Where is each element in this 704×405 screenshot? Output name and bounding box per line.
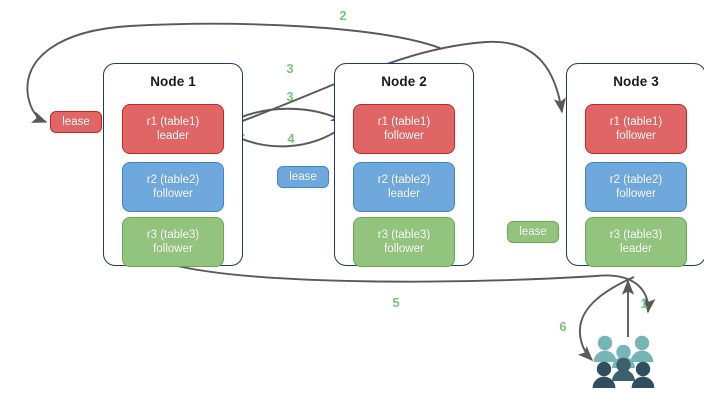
replica-n3-r3[interactable]: r3 (table3) leader — [585, 217, 687, 267]
arrow-step-5 — [172, 264, 656, 314]
step-label-1: 1 — [640, 296, 648, 311]
replica-n1-r2[interactable]: r2 (table2) follower — [122, 162, 224, 212]
lease-tag-r1[interactable]: lease — [50, 111, 102, 133]
replica-n2-r3-role: follower — [384, 243, 424, 255]
replica-n1-r3-name: r3 (table3) — [146, 229, 200, 241]
step-label-4: 4 — [287, 131, 295, 146]
arrow-step-3-lower — [226, 107, 347, 125]
replica-n1-r1[interactable]: r1 (table1) leader — [122, 104, 224, 154]
replica-n1-r3-role: follower — [153, 243, 193, 255]
node-1-box[interactable]: Node 1 r1 (table1) leader r2 (table2) fo… — [103, 63, 243, 267]
replica-n3-r2-name: r2 (table2) — [609, 174, 663, 186]
replica-n3-r2-role: follower — [616, 188, 656, 200]
step-label-3-lower: 3 — [286, 89, 294, 104]
replica-n2-r1-role: follower — [384, 130, 424, 142]
step-label-2: 2 — [339, 8, 347, 23]
node-3-title: Node 3 — [613, 74, 659, 89]
replica-n3-r1[interactable]: r1 (table1) follower — [585, 104, 687, 154]
replica-n3-r1-name: r1 (table1) — [609, 116, 663, 128]
replica-n2-r2[interactable]: r2 (table2) leader — [353, 162, 455, 212]
step-label-6: 6 — [559, 319, 567, 334]
people-group-icon — [591, 334, 661, 390]
replica-n3-r3-role: leader — [620, 243, 652, 255]
replica-n1-r2-name: r2 (table2) — [146, 174, 200, 186]
replica-n3-r3-name: r3 (table3) — [609, 229, 663, 241]
replica-n2-r1[interactable]: r1 (table1) follower — [353, 104, 455, 154]
replica-n1-r2-role: follower — [153, 188, 193, 200]
replica-n2-r2-role: leader — [388, 188, 420, 200]
replica-n3-r2[interactable]: r2 (table2) follower — [585, 162, 687, 212]
replica-n2-r1-name: r1 (table1) — [377, 116, 431, 128]
node-2-title: Node 2 — [381, 74, 427, 89]
step-label-5: 5 — [392, 295, 400, 310]
lease-tag-r3[interactable]: lease — [507, 221, 559, 243]
replica-n1-r1-name: r1 (table1) — [146, 116, 200, 128]
step-label-3-upper: 3 — [286, 61, 294, 76]
replica-n2-r2-name: r2 (table2) — [377, 174, 431, 186]
node-2-box[interactable]: Node 2 r1 (table1) follower r2 (table2) … — [334, 63, 474, 267]
replica-n2-r3-name: r3 (table3) — [377, 229, 431, 241]
replica-n3-r1-role: follower — [616, 130, 656, 142]
lease-tag-r2[interactable]: lease — [277, 166, 329, 188]
replica-n2-r3[interactable]: r3 (table3) follower — [353, 217, 455, 267]
node-1-title: Node 1 — [150, 74, 196, 89]
replica-n1-r1-role: leader — [157, 130, 189, 142]
node-3-box[interactable]: Node 3 r1 (table1) follower r2 (table2) … — [566, 63, 704, 267]
replica-n1-r3[interactable]: r3 (table3) follower — [122, 217, 224, 267]
